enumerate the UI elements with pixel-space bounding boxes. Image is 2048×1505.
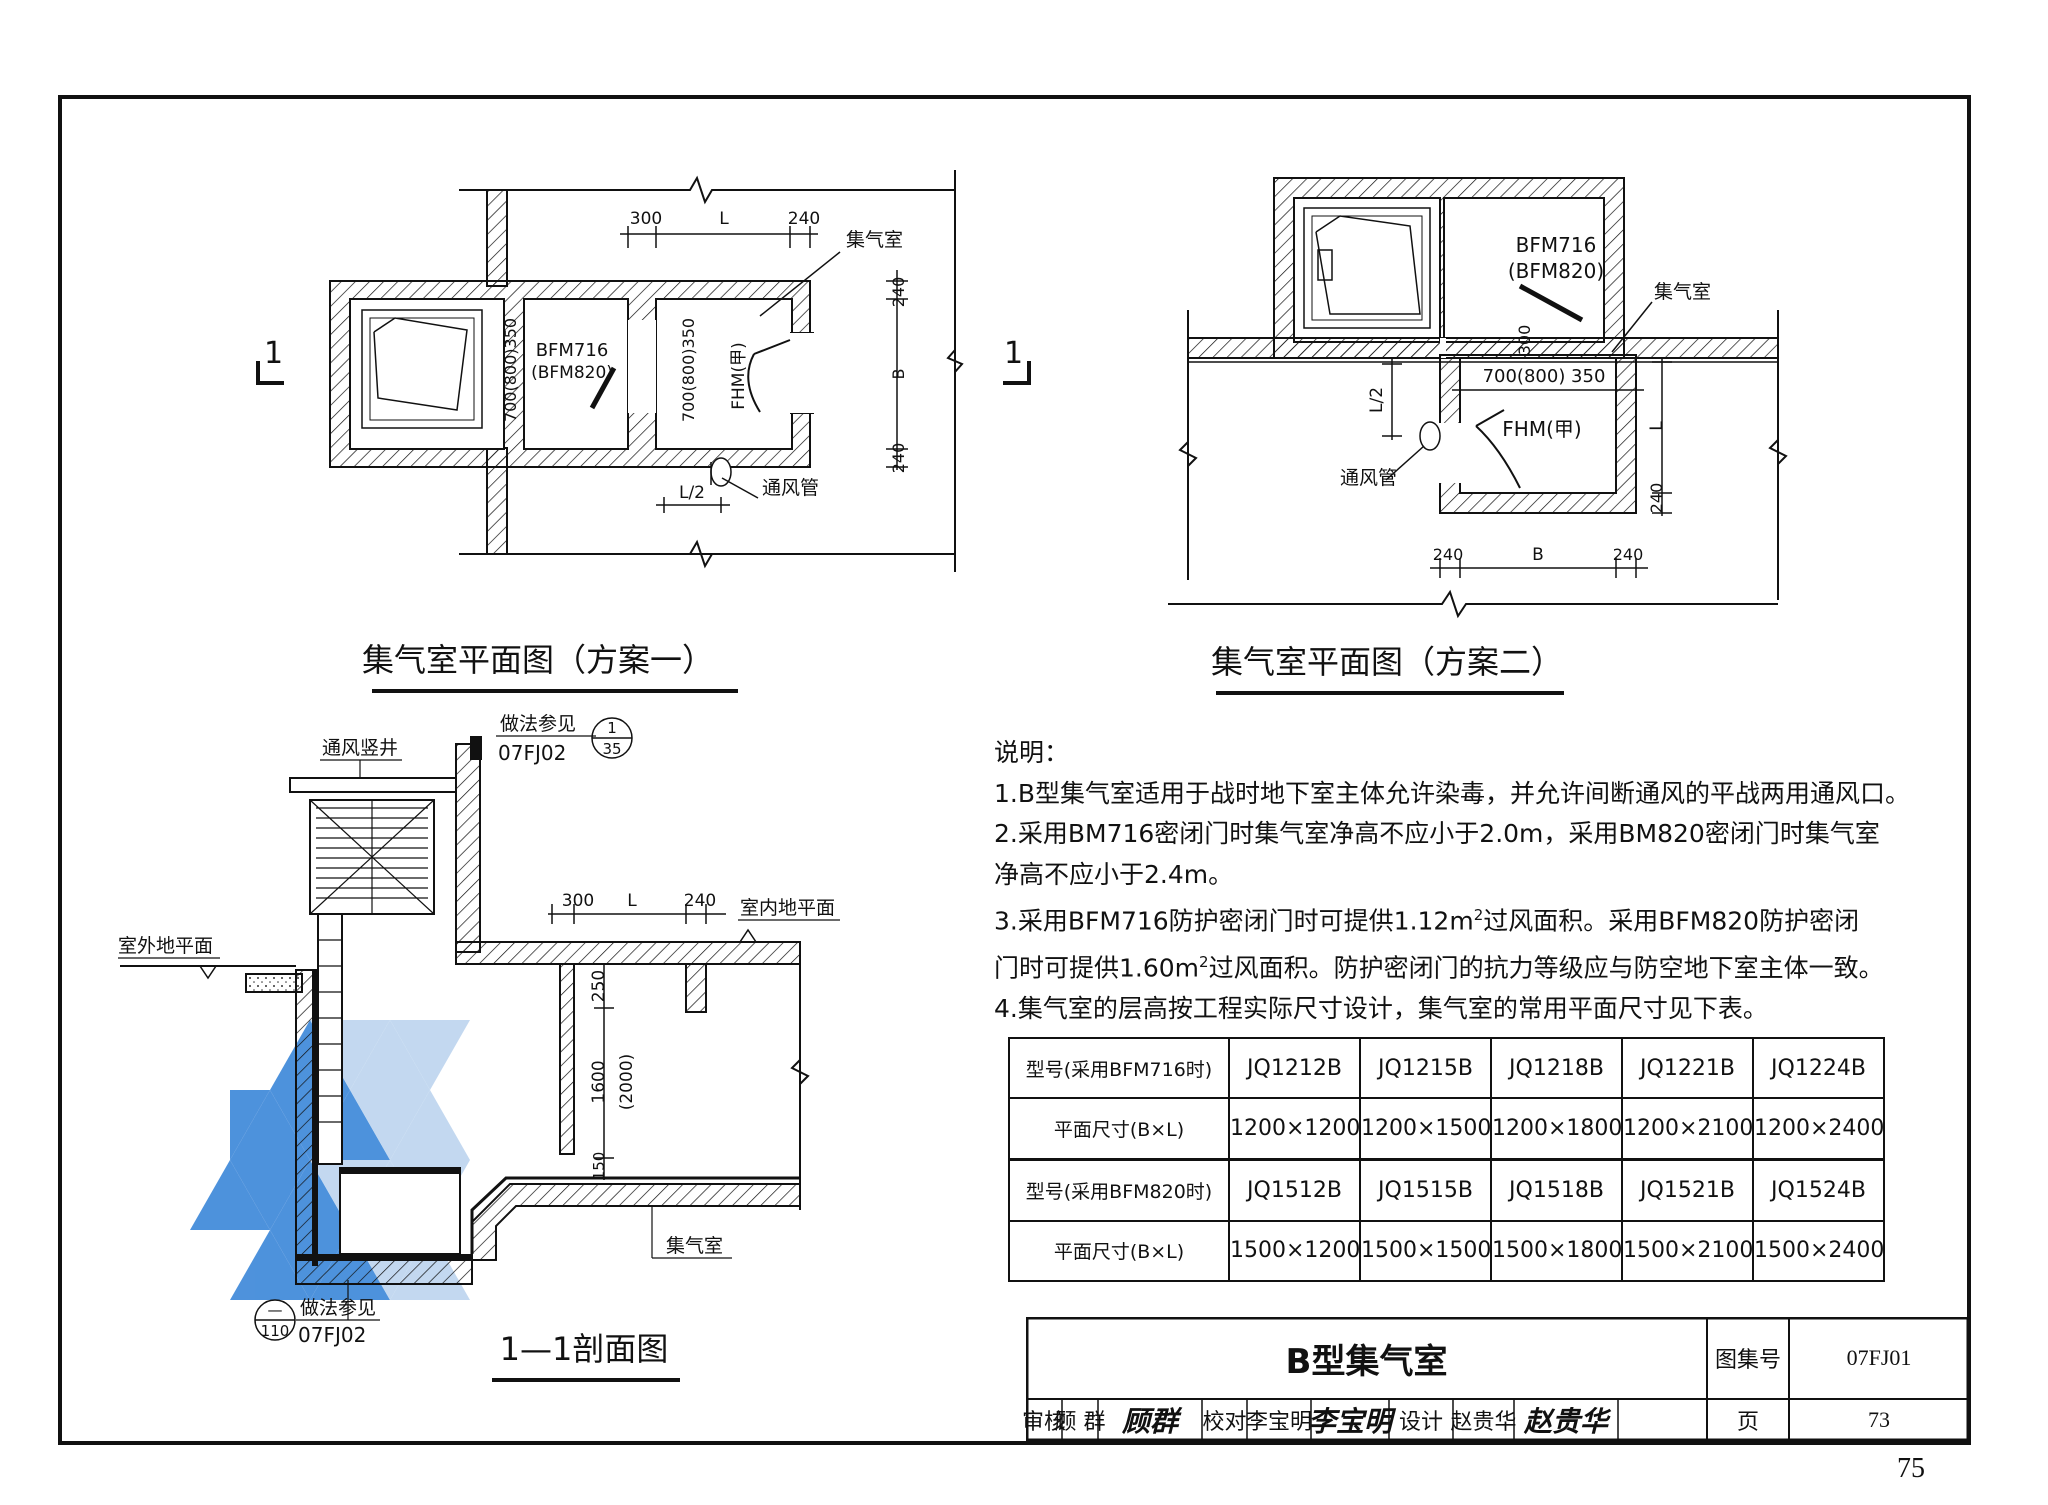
p1-door-label-1: BFM716 (536, 340, 609, 361)
atlas-label: 图集号 (1714, 1348, 1781, 1373)
sec-dim-2000: (2000) (617, 1054, 637, 1111)
p1-dim-B: B (889, 369, 908, 380)
sec-ref-top-num: 1 (607, 719, 617, 737)
sec-ref-top-code: 07FJ02 (498, 741, 566, 765)
checker-name: 李宝明 (1246, 1410, 1313, 1435)
table-row: 型号(采用BFM820时) JQ1512B JQ1515B JQ1518B JQ… (1008, 1158, 1885, 1222)
plan2-title: 集气室平面图（方案二） (1211, 643, 1563, 681)
note-4: 4.集气室的层高按工程实际尺寸设计，集气室的常用平面尺寸见下表。 (994, 993, 1768, 1023)
sec-dim-L: L (627, 891, 637, 911)
page-label: 页 (1736, 1410, 1759, 1435)
notes-block: 说明： 1.B型集气室适用于战时地下室主体允许染毒，并允许间断通风的平战两用通风… (994, 733, 1911, 1029)
p2-dim-B: B (1532, 545, 1544, 565)
p1-dim-240-bot: 240 (889, 443, 908, 474)
table-row: 平面尺寸(B×L) 1200×1200 1200×1500 1200×1800 … (1008, 1097, 1885, 1161)
note-3a: 3.采用BFM716防护密闭门时可提供1.12m2过风面积。采用BFM820防护… (994, 906, 1860, 936)
section-1-1: 室外地平面 室内地平面 通风竖井 做法参见 07FJ02 1 35 300 L … (118, 713, 840, 1382)
sec-ref-top-page: 35 (602, 740, 621, 758)
designer-role: 设计 (1398, 1410, 1443, 1435)
p2-dim-240-side: 240 (1647, 483, 1666, 514)
p2-dim-240-right: 240 (1613, 545, 1644, 564)
p1-dim-240-top: 240 (889, 277, 908, 308)
p1-fhm-label: FHM(甲) (729, 342, 749, 410)
title-block-grid (1026, 1317, 1969, 1441)
title-block: B型集气室 图集号 07FJ01 审核 顾 群 顾群 校对 李宝明 李宝明 设计… (1022, 1317, 1969, 1441)
sec-dim-250: 250 (589, 970, 609, 1002)
p1-dim-L2: L/2 (679, 483, 705, 503)
p2-dim-L: L (1647, 421, 1667, 431)
note-3b: 门时可提供1.60m2过风面积。防护密闭门的抗力等级应与防空地下室主体一致。 (994, 952, 1884, 983)
designer-name: 赵贵华 (1450, 1410, 1517, 1435)
p1-dim-240: 240 (788, 209, 820, 229)
sec-ref-top-label: 做法参见 (500, 713, 576, 735)
sec-dim-150: 150 (590, 1152, 608, 1181)
section-title: 1—1剖面图 (500, 1330, 669, 1368)
p2-dim-300: 300 (1515, 325, 1534, 356)
plan-scheme-1: 300 L 240 240 B 240 L/2 700(800)350 700(… (256, 170, 1031, 693)
plan-scheme-2: BFM716 (BFM820) 集气室 300 700(800) 350 L/2… (1168, 177, 1788, 695)
checker-signature: 李宝明 (1308, 1405, 1393, 1438)
p1-dim-300: 300 (630, 209, 662, 229)
note-1: 1.B型集气室适用于战时地下室主体允许染毒，并允许间断通风的平战两用通风口。 (994, 778, 1911, 808)
sec-shaft-label: 通风竖井 (322, 737, 398, 759)
p2-dim-row: 700(800) 350 (1483, 366, 1606, 387)
p2-duct-label: 通风管 (1340, 467, 1397, 489)
p1-section-mark-right: 1 (1004, 336, 1023, 371)
sec-dim-300: 300 (562, 891, 594, 911)
note-2b: 净高不应小于2.4m。 (994, 859, 1234, 889)
sec-ref-bot-label: 做法参见 (300, 1297, 376, 1319)
p1-dim-L: L (719, 209, 729, 229)
p1-chamber-label: 集气室 (846, 229, 903, 251)
sheet-border (58, 95, 1971, 1445)
atlas-number: 07FJ01 (1846, 1345, 1912, 1370)
plan1-title: 集气室平面图（方案一） (362, 641, 714, 679)
size-table: 型号(采用BFM716时) JQ1212B JQ1215B JQ1218B JQ… (1008, 1036, 1885, 1283)
designer-signature: 赵贵华 (1523, 1405, 1608, 1438)
sec-ref-bot-page: 110 (261, 1322, 290, 1340)
checker-role: 校对 (1202, 1410, 1247, 1435)
sec-outdoor-grade: 室外地平面 (118, 935, 213, 957)
sec-ref-bot-code: 07FJ02 (298, 1323, 366, 1347)
sheet-page-number: 75 (1897, 1453, 1925, 1484)
p2-dim-240-left: 240 (1433, 545, 1464, 564)
p2-door-label-1: BFM716 (1516, 233, 1597, 257)
drawing-title: B型集气室 (1285, 1341, 1448, 1382)
table-row: 平面尺寸(B×L) 1500×1200 1500×1500 1500×1800 … (1008, 1219, 1885, 1283)
reviewer-name: 顾 群 (1054, 1410, 1106, 1435)
p2-dim-L2: L/2 (1367, 387, 1387, 413)
sec-chamber-label: 集气室 (666, 1235, 723, 1257)
reviewer-role: 审核 (1022, 1410, 1067, 1435)
sec-ref-bot-num: — (268, 1301, 283, 1319)
p2-chamber-label: 集气室 (1654, 281, 1711, 303)
p1-duct-label: 通风管 (762, 477, 819, 499)
note-2a: 2.采用BM716密闭门时集气室净高不应小于2.0m，采用BM820密闭门时集气… (994, 819, 1880, 848)
p1-door-dims-a: 700(800)350 (501, 318, 520, 422)
sec-dim-1600: 1600 (589, 1060, 609, 1103)
sec-indoor-floor: 室内地平面 (740, 897, 835, 919)
p2-fhm-label: FHM(甲) (1502, 417, 1581, 441)
notes-heading: 说明： (994, 738, 1070, 767)
p1-section-mark-left: 1 (264, 336, 283, 371)
p1-door-label-2: (BFM820) (531, 363, 613, 383)
page-number-box: 73 (1868, 1407, 1890, 1432)
p2-door-label-2: (BFM820) (1508, 259, 1604, 283)
sec-dim-240: 240 (684, 891, 716, 911)
table-row: 型号(采用BFM716时) JQ1212B JQ1215B JQ1218B JQ… (1008, 1036, 1885, 1100)
reviewer-signature: 顾群 (1121, 1405, 1178, 1438)
p1-door-dims-b: 700(800)350 (679, 318, 698, 422)
